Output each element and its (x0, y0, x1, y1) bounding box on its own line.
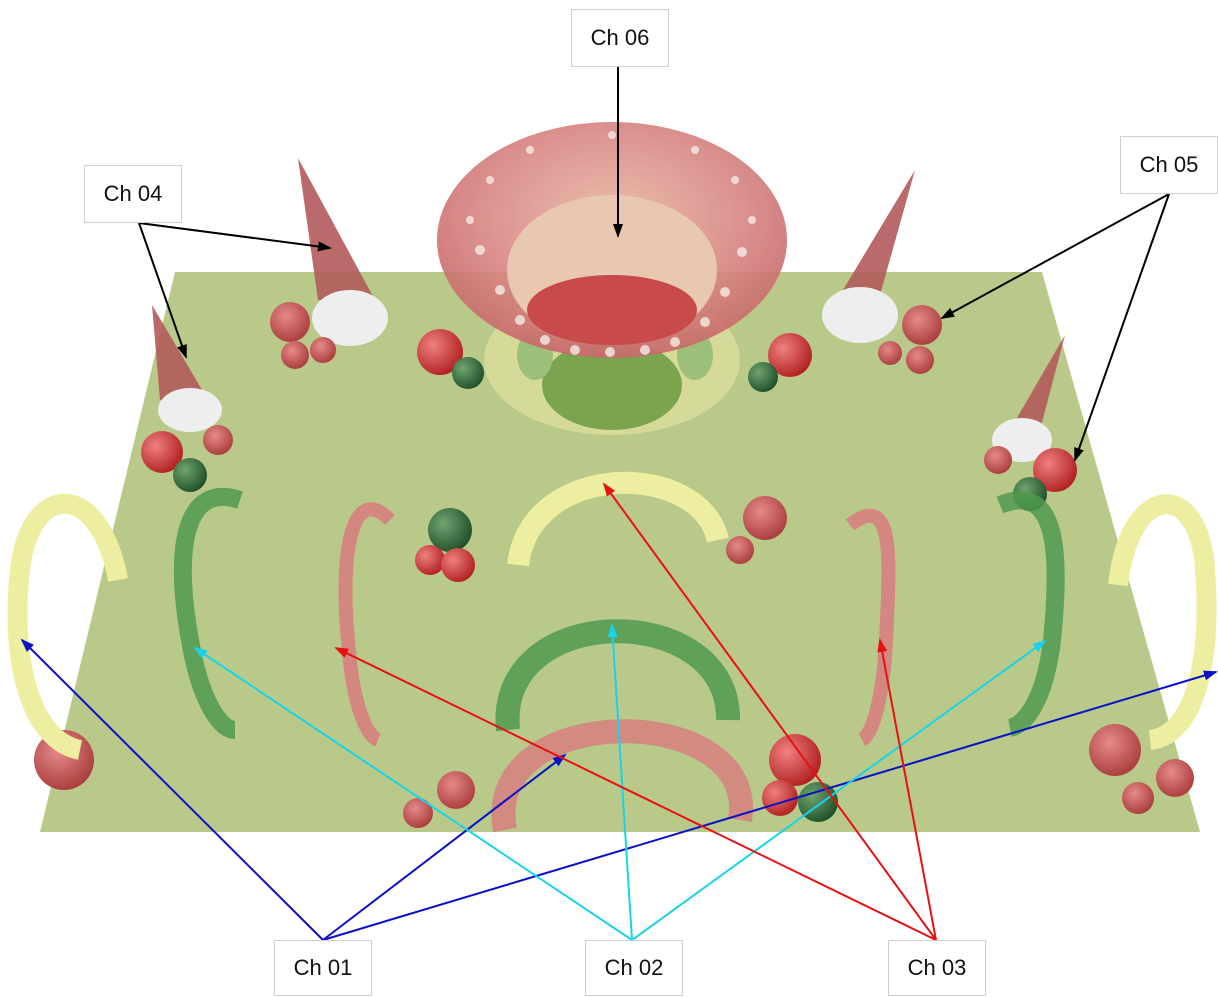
label-ch04: Ch 04 (84, 165, 182, 223)
label-ch05: Ch 05 (1120, 136, 1218, 194)
label-ch03: Ch 03 (888, 940, 986, 996)
label-ch01: Ch 01 (274, 940, 372, 996)
label-ch06: Ch 06 (571, 9, 669, 67)
label-ch02: Ch 02 (585, 940, 683, 996)
